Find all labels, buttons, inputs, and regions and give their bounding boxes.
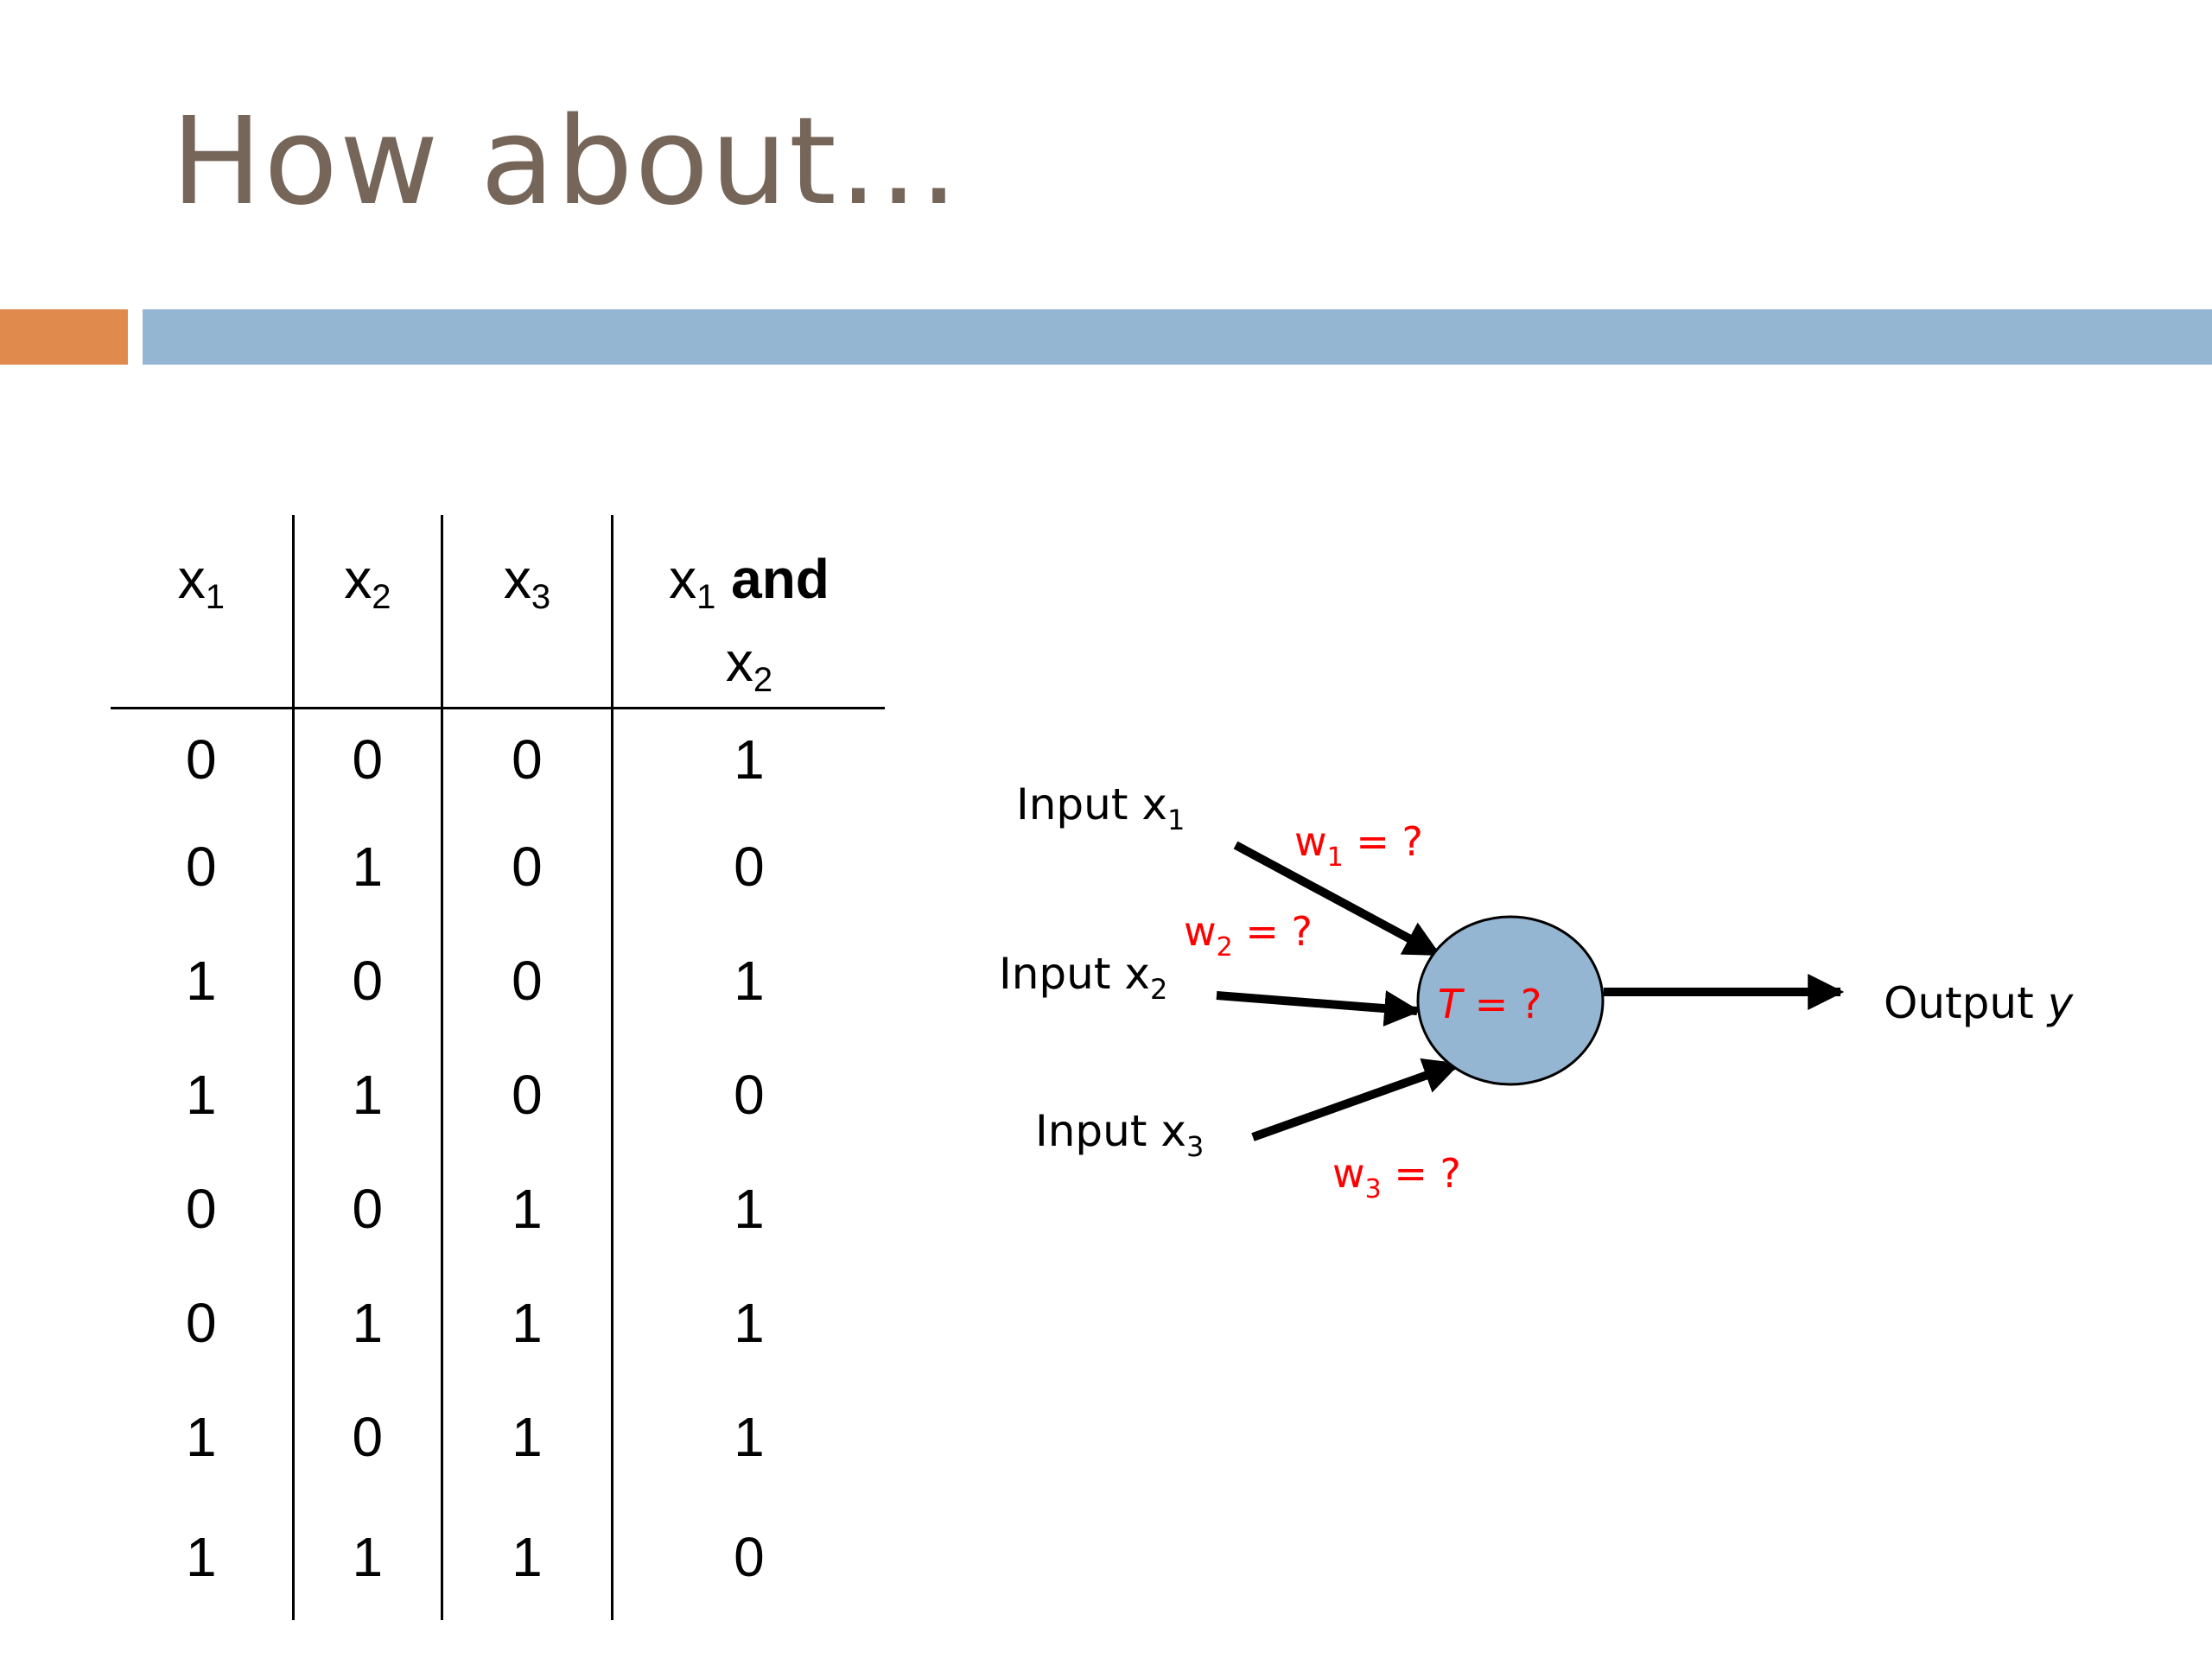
table-cell: 0: [291, 1380, 442, 1494]
table-cell: 1: [186, 1064, 217, 1126]
input-x2-label: Input x2: [999, 949, 1167, 1006]
table-cell: 1: [610, 1380, 885, 1494]
input-x2-arrow: [1216, 990, 1421, 1027]
neuron-node: [1416, 915, 1605, 1086]
weight-w1-label: w1 = ?: [1294, 818, 1423, 873]
table-cell: 1: [186, 1526, 217, 1588]
table-cell: 1: [441, 1494, 613, 1620]
table-cell: 0: [186, 836, 217, 898]
threshold-label: T = ?: [1438, 981, 1541, 1027]
table-cell: 0: [186, 1292, 217, 1354]
header-x3: x3: [441, 515, 613, 709]
table-cell: 1: [610, 924, 885, 1038]
table-cell: 0: [610, 1494, 885, 1620]
table-cell: 0: [441, 708, 613, 810]
input-x3-label: Input x3: [1035, 1106, 1204, 1163]
weight-w3-label: w3 = ?: [1332, 1150, 1461, 1205]
table-cell: 1: [610, 1266, 885, 1380]
table-cell: 1: [291, 810, 442, 924]
header-x1: x1: [111, 515, 294, 709]
header-x2-base: x: [344, 548, 372, 610]
table-cell: 1: [291, 1038, 442, 1152]
header-x2-sub: 2: [372, 578, 391, 616]
weight-w2-label: w2 = ?: [1184, 908, 1313, 963]
table-cell: 1: [610, 1152, 885, 1266]
input-x1-label: Input x1: [1016, 779, 1185, 836]
table-cell: 1: [441, 1266, 613, 1380]
table-cell: 1: [291, 1494, 442, 1620]
header-and-x1-base: x: [669, 548, 697, 610]
slide-title: How about…: [171, 92, 961, 232]
table-cell: 0: [610, 810, 885, 924]
title-accent-bar: [0, 309, 128, 365]
table-cell: 0: [441, 1038, 613, 1152]
table-cell: 0: [186, 728, 217, 791]
header-x3-sub: 3: [531, 578, 551, 616]
table-cell: 0: [291, 1152, 442, 1266]
table-cell: 0: [186, 1178, 217, 1240]
output-label: Output y: [1884, 978, 2075, 1028]
table-cell: 1: [186, 1406, 217, 1468]
input-x1-arrow: [1233, 841, 1441, 958]
table-cell: 0: [441, 924, 613, 1038]
input-x3-arrow: [1251, 1058, 1460, 1141]
table-cell: 0: [610, 1038, 885, 1152]
title-rule-bar: [143, 309, 2212, 365]
table-cell: 1: [291, 1266, 442, 1380]
table-cell: 1: [441, 1380, 613, 1494]
header-x1-base: x: [177, 548, 206, 610]
table-cell: 0: [291, 708, 442, 810]
header-x1-sub: 1: [205, 578, 225, 616]
header-x2: x2: [291, 515, 442, 709]
table-cell: 1: [441, 1152, 613, 1266]
table-cell: 0: [441, 810, 613, 924]
header-x3-base: x: [503, 548, 531, 610]
header-and-x2-base: x: [725, 631, 753, 693]
header-and-x1-sub: 1: [696, 578, 716, 616]
table-cell: 0: [291, 924, 442, 1038]
header-and-word: and: [731, 548, 830, 610]
header-and-x2-sub: 2: [753, 661, 773, 699]
table-cell: 1: [610, 708, 885, 810]
table-cell: 1: [186, 950, 217, 1012]
